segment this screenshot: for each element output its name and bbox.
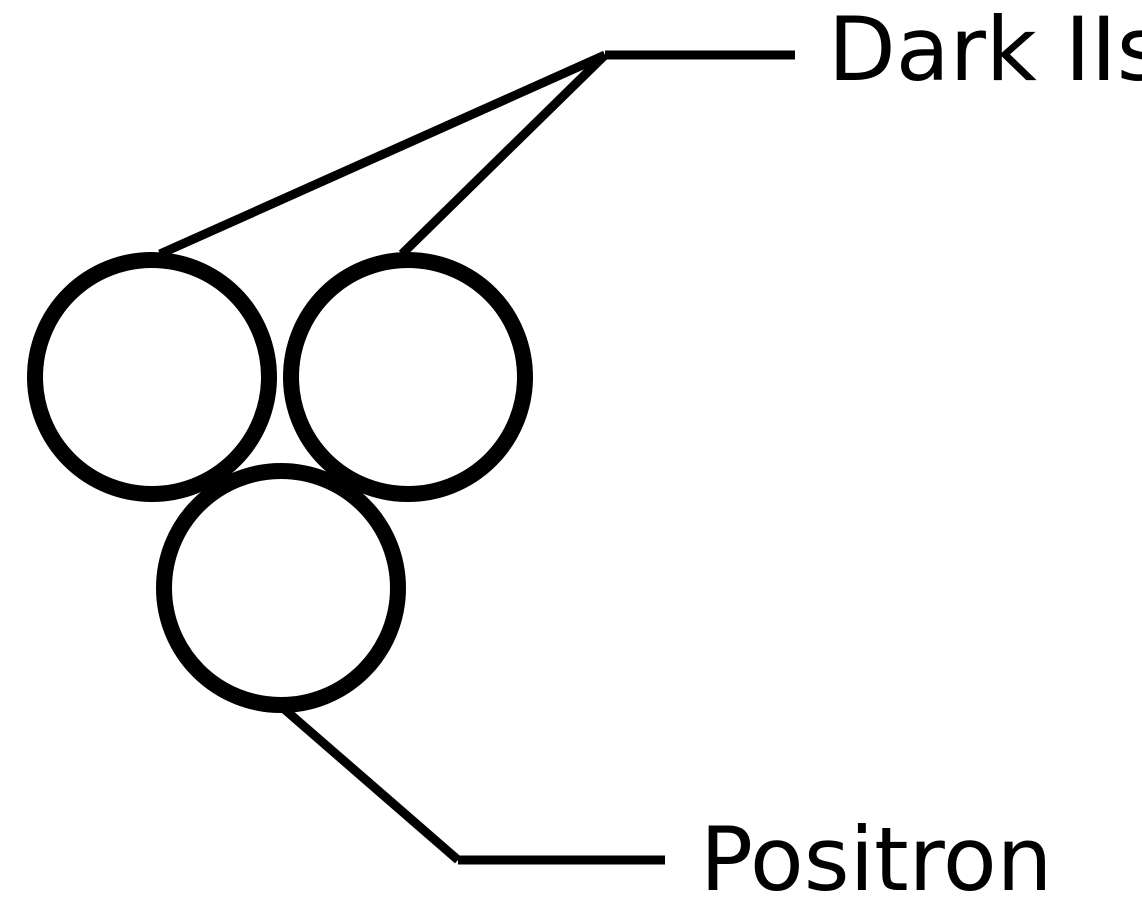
positron-leader-diagonal	[280, 704, 461, 864]
dark-iis-label: Dark IIs	[828, 0, 1142, 101]
dark-iis-leader-right	[398, 51, 609, 258]
positron-label: Positron	[700, 808, 1052, 910]
positron-leader-lines	[280, 704, 665, 865]
dark-iis-leader-left	[158, 50, 607, 259]
upper-right-circle	[283, 252, 533, 502]
dark-iis-leader-lines	[158, 50, 795, 259]
bottom-circle	[156, 463, 406, 713]
upper-left-circle	[27, 252, 277, 502]
